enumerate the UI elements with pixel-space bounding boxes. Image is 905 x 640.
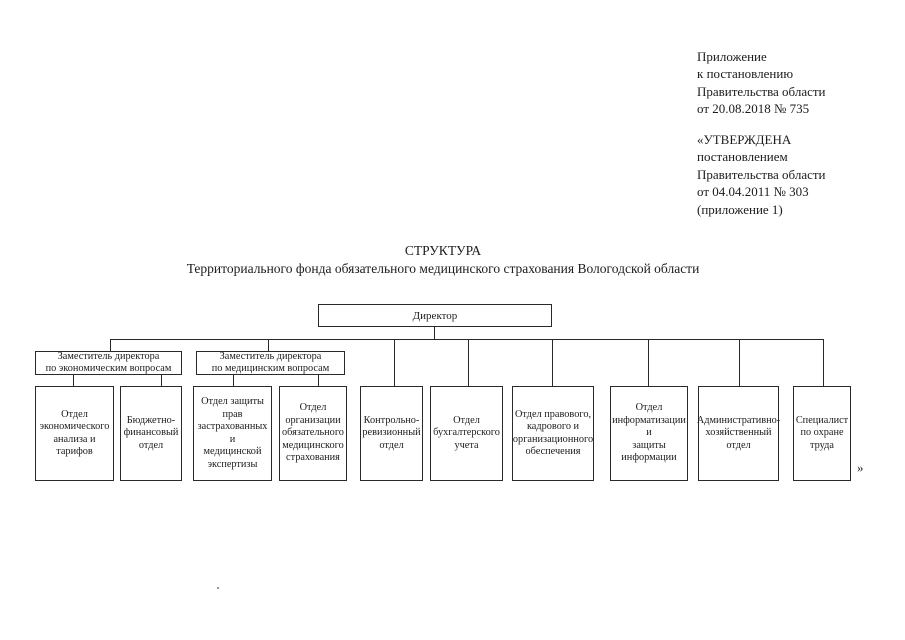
page-subtitle: Территориального фонда обязательного мед… xyxy=(186,261,700,276)
connector-drop-deputy-economic xyxy=(110,340,111,351)
connector-trunk-horizontal xyxy=(110,339,824,340)
org-node-deputy-economic: Заместитель директора по экономическим в… xyxy=(35,351,182,375)
org-node-dept-labor-safety: Специалист по охране труда xyxy=(793,386,851,481)
closing-quote-mark: » xyxy=(857,460,864,475)
org-node-dept-budget-finance: Бюджетно- финансовый отдел xyxy=(120,386,182,481)
connector-drop-accounting xyxy=(468,340,469,386)
org-node-dept-insured-rights: Отдел защиты прав застрахованных и медиц… xyxy=(193,386,272,481)
annex-reference-note: Приложение к постановлению Правительства… xyxy=(697,49,826,117)
org-node-deputy-medical: Заместитель директора по медицинским воп… xyxy=(196,351,345,375)
org-node-dept-omi-organization: Отдел организации обязательного медицинс… xyxy=(279,386,347,481)
scan-artifact-dot xyxy=(217,587,219,589)
connector-drop-labor-safety xyxy=(823,340,824,386)
connector-drop-economic-analysis xyxy=(73,375,74,386)
org-node-dept-administrative: Административно- хозяйственный отдел xyxy=(697,386,780,481)
org-node-dept-control-audit: Контрольно- ревизионный отдел xyxy=(360,386,423,481)
connector-drop-control-audit xyxy=(394,340,395,386)
connector-drop-deputy-medical xyxy=(268,340,269,351)
connector-drop-informatization xyxy=(648,340,649,386)
org-node-director: Директор xyxy=(318,304,552,327)
connector-drop-legal xyxy=(552,340,553,386)
org-node-dept-accounting: Отдел бухгалтерского учета xyxy=(430,386,503,481)
connector-drop-omi-organization xyxy=(318,375,319,386)
org-node-dept-informatization: Отдел информатизации и защиты информации xyxy=(610,386,688,481)
connector-drop-budget-finance xyxy=(161,375,162,386)
page-title: СТРУКТУРА xyxy=(404,243,482,258)
connector-drop-insured-rights xyxy=(233,375,234,386)
approval-reference-note: «УТВЕРЖДЕНА постановлением Правительства… xyxy=(697,132,826,217)
connector-drop-administrative xyxy=(739,340,740,386)
connector-director-drop xyxy=(434,326,435,339)
org-node-dept-legal-hr: Отдел правового, кадрового и организацио… xyxy=(512,386,594,481)
org-node-dept-economic-analysis: Отдел экономического анализа и тарифов xyxy=(35,386,114,481)
